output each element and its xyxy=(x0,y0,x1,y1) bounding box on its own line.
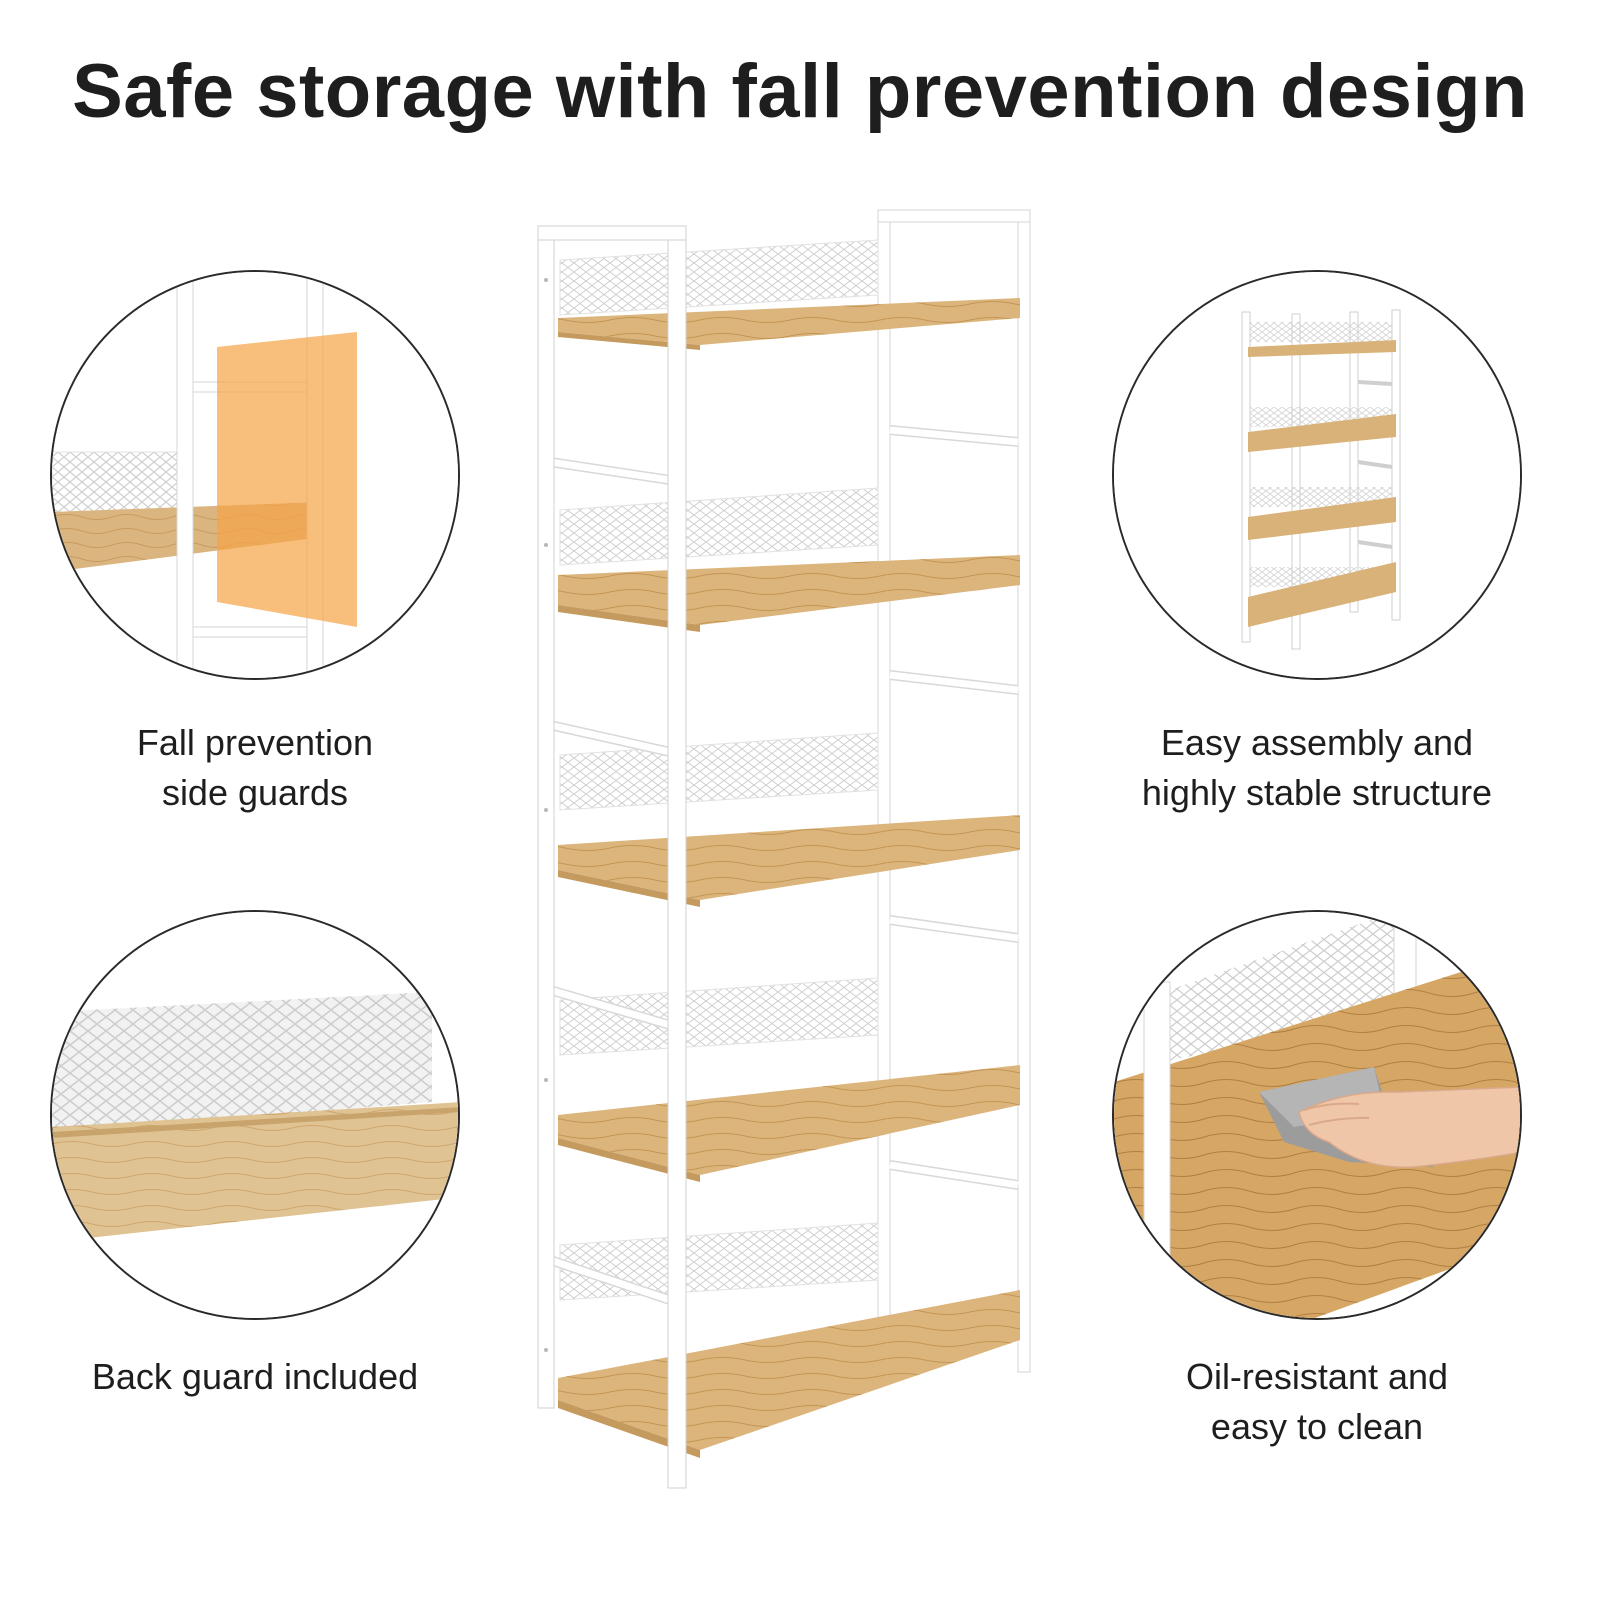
page-title: Safe storage with fall prevention design xyxy=(72,49,1528,134)
caption-line: side guards xyxy=(161,772,349,813)
caption-line: Easy assembly and xyxy=(1160,722,1474,763)
caption-line: Oil-resistant and xyxy=(1185,1356,1449,1397)
side-guard-closeup-image xyxy=(50,270,460,680)
feature-caption-assembly: Easy assembly and highly stable structur… xyxy=(1067,718,1567,818)
caption-line: Fall prevention xyxy=(136,722,374,763)
back-guard-closeup-image xyxy=(50,910,460,1320)
small-shelf-overview-image xyxy=(1112,270,1522,680)
feature-caption-side-guards: Fall prevention side guards xyxy=(5,718,505,818)
feature-caption-back-guard: Back guard included xyxy=(5,1352,505,1402)
bookshelf-product-image xyxy=(520,200,1060,1550)
feature-caption-easy-clean: Oil-resistant and easy to clean xyxy=(1067,1352,1567,1452)
hand-wiping-shelf-image xyxy=(1112,910,1522,1320)
caption-line: Back guard included xyxy=(91,1356,419,1397)
caption-line: highly stable structure xyxy=(1141,772,1493,813)
caption-line: easy to clean xyxy=(1210,1406,1424,1447)
